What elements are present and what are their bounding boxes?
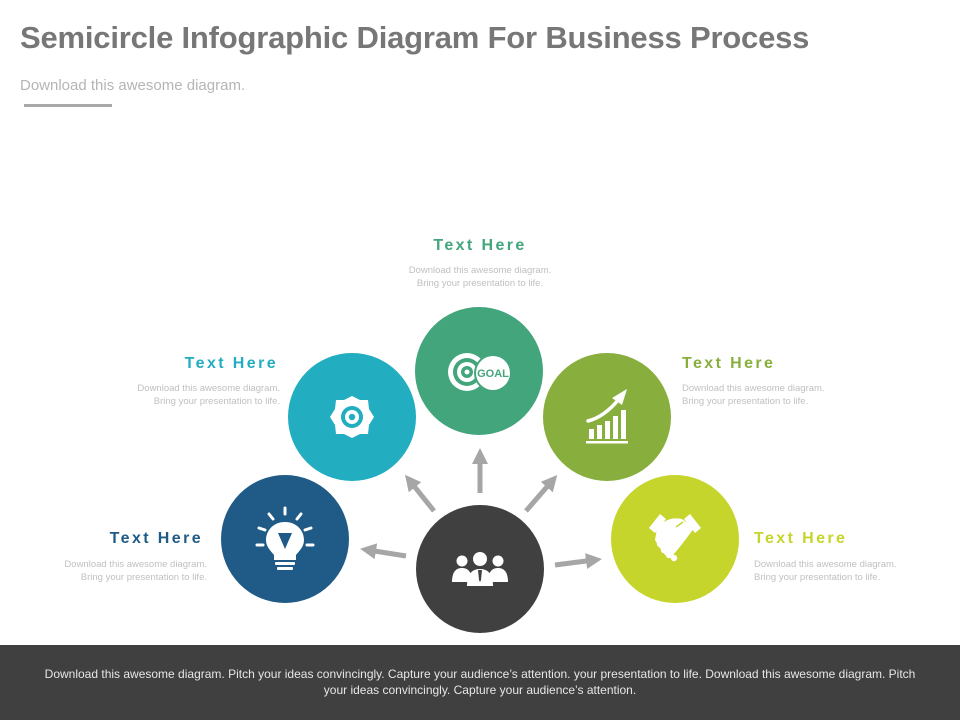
page-subtitle: Download this awesome diagram. (20, 77, 246, 94)
step-4-desc-line-2: Bring your presentation to life. (682, 396, 809, 407)
footer-text: Download this awesome diagram. Pitch you… (44, 667, 916, 697)
step-3-desc-line-2: Bring your presentation to life. (416, 278, 544, 289)
step-2-description: Download this awesome diagram. Bring you… (137, 382, 280, 408)
lightbulb-icon (255, 506, 315, 570)
title-underline (24, 104, 112, 107)
connector-arrows (360, 447, 602, 569)
step-3-desc-line-1: Download this awesome diagram. (408, 265, 552, 276)
page-title: Semicircle Infographic Diagram For Busin… (20, 20, 810, 55)
handshake-icon (649, 514, 701, 562)
step-4-desc-line-1: Download this awesome diagram. (682, 383, 825, 394)
step-1-desc-line-1: Download this awesome diagram. (64, 559, 207, 570)
arrow-to-step-5 (554, 553, 602, 569)
step-5-description: Download this awesome diagram. Bring you… (754, 558, 897, 584)
goal-target-icon: GOAL (448, 353, 512, 392)
arrow-to-step-4 (524, 474, 558, 513)
step-5-desc-line-2: Bring your presentation to life. (754, 572, 881, 583)
step-4-circle (543, 353, 671, 481)
semicircle-diagram: GOAL (221, 307, 739, 633)
step-2-desc-line-1: Download this awesome diagram. (137, 383, 280, 394)
step-2-desc-line-2: Bring your presentation to life. (153, 396, 280, 407)
arrow-to-step-2 (405, 474, 436, 513)
step-4-description: Download this awesome diagram. Bring you… (682, 382, 825, 408)
step-1-desc-line-2: Bring your presentation to life. (80, 572, 207, 583)
step-5-desc-line-1: Download this awesome diagram. (754, 559, 897, 570)
arrow-to-step-1 (360, 543, 407, 560)
footer-bar: Download this awesome diagram. Pitch you… (0, 645, 960, 720)
step-3-label: Text Here (433, 237, 527, 254)
gear-icon (330, 396, 374, 438)
step-4-label: Text Here (682, 355, 776, 372)
goal-text: GOAL (477, 368, 509, 380)
step-1-label: Text Here (109, 530, 203, 547)
step-3-description: Download this awesome diagram. Bring you… (360, 264, 600, 290)
step-2-label: Text Here (184, 355, 278, 372)
team-icon (452, 552, 508, 586)
growth-chart-icon (586, 389, 628, 444)
step-5-label: Text Here (754, 530, 848, 547)
step-1-description: Download this awesome diagram. Bring you… (64, 558, 207, 584)
